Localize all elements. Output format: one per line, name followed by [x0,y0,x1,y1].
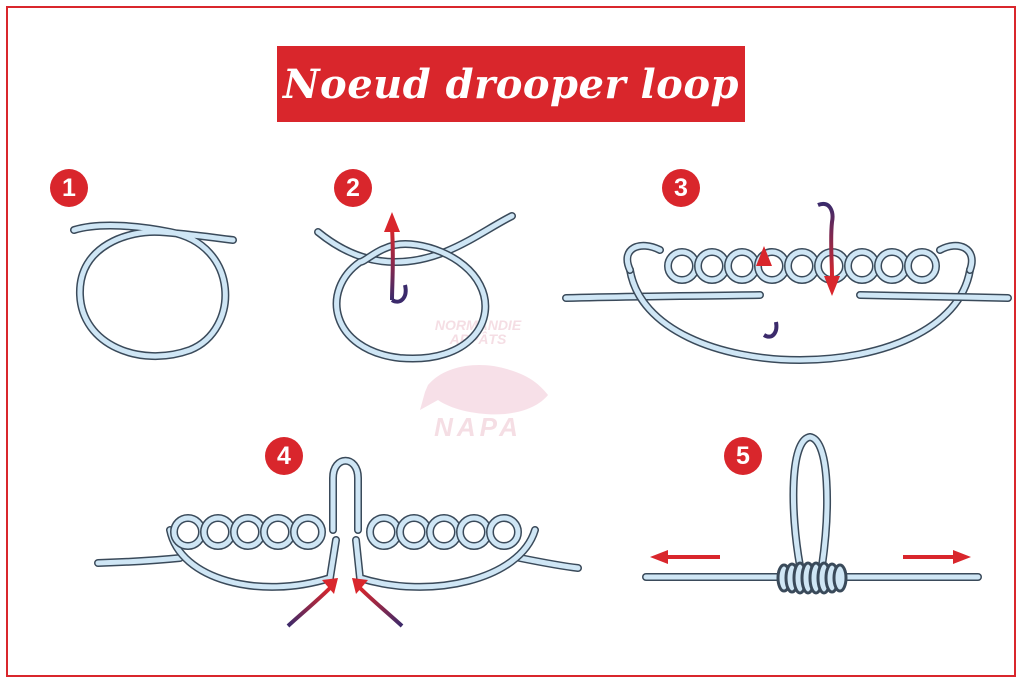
step-1-number: 1 [62,173,76,202]
step-2-badge: 2 [334,169,372,207]
fish-watermark-icon [420,365,548,415]
step-3-up-arrow-icon [756,246,779,339]
step-3-coil-rings [664,248,940,284]
step-4-coil-rings [170,514,522,550]
step-5-finished-knot [642,432,982,595]
step-2-twist-arrow-icon [384,212,408,304]
step-3-down-arrow-icon [817,201,840,296]
title-banner: Noeud drooper loop [277,46,745,122]
step-3-number: 3 [674,173,688,202]
watermark-line3: NAPA [434,412,522,442]
step-5-wraps [776,561,848,595]
step-4-right-arrow-icon [352,578,404,628]
step-4-left-arrow-icon [286,578,338,628]
step-2-number: 2 [346,173,360,202]
step-4-number: 4 [277,441,291,470]
step-1-loop [70,221,237,361]
step-5-number: 5 [736,441,750,470]
page-title: Noeud drooper loop [282,60,739,108]
step-4-coils [94,456,582,591]
step-5-badge: 5 [724,437,762,475]
step-2-loop [314,212,516,363]
step-1-badge: 1 [50,169,88,207]
step-4-badge: 4 [265,437,303,475]
step-5-right-pull-arrow-icon [903,550,971,564]
border-frame [6,6,1016,677]
step-3-coils [562,241,1012,365]
step-5-left-pull-arrow-icon [650,550,720,564]
step-3-badge: 3 [662,169,700,207]
